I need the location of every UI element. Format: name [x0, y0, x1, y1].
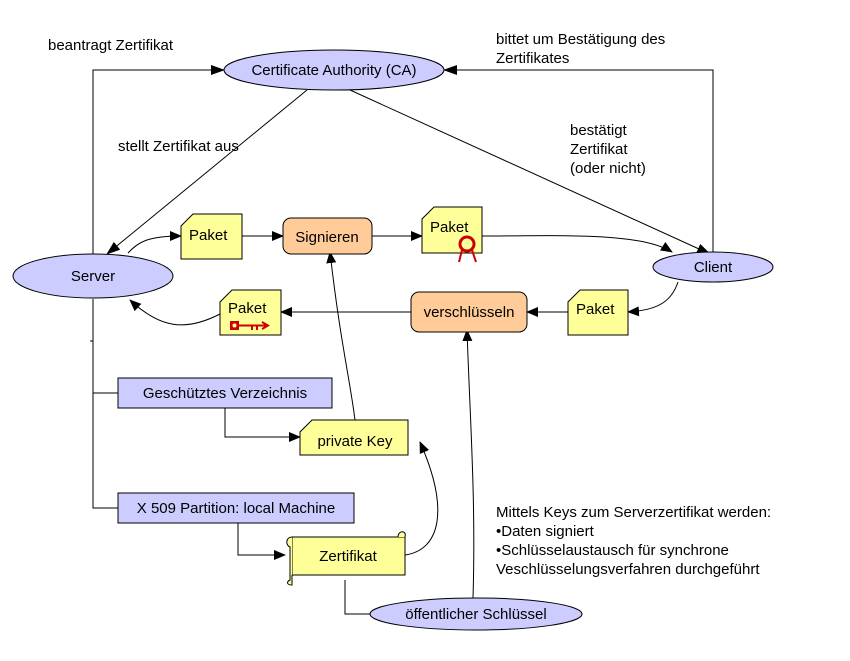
note-line-3: •Schlüsselaustausch für synchrone [496, 542, 729, 559]
protected-directory-label: Geschütztes Verzeichnis [143, 385, 307, 402]
node-client: Client [652, 251, 774, 283]
node-verschluesseln: verschlüsseln [410, 291, 528, 333]
public-key-label: öffentlicher Schlüssel [405, 606, 546, 623]
node-x509-partition: X 509 Partition: local Machine [117, 492, 355, 524]
node-certificate-authority: Certificate Authority (CA) [223, 49, 445, 91]
node-protected-directory: Geschütztes Verzeichnis [117, 377, 333, 409]
edge-dir-to-private-key [224, 408, 301, 442]
paket-key-label: Paket [228, 300, 267, 317]
client-label: Client [694, 259, 733, 276]
label-asks-confirmation-2: Zertifikates [496, 50, 569, 67]
note-line-1: Mittels Keys zum Serverzertifikat werden… [496, 504, 771, 521]
edge-request-certificate [92, 65, 225, 256]
node-public-key: öffentlicher Schlüssel [369, 597, 583, 631]
edge-client-to-paket [627, 281, 679, 317]
label-confirms-3: (oder nicht) [570, 160, 646, 177]
edge-paket-to-server [129, 299, 221, 326]
node-paket-top: Paket [180, 213, 243, 260]
node-private-key: private Key [299, 419, 409, 456]
zertifikat-label: Zertifikat [319, 548, 377, 565]
server-label: Server [71, 268, 115, 285]
note-line-4: Veschlüsselungsverfahren durchgeführt [496, 561, 760, 578]
node-paket-key: Paket [219, 289, 282, 336]
edge-issue-certificate [106, 89, 308, 255]
edge-certificate-to-private-key [404, 441, 439, 556]
node-zertifikat: Zertifikat [286, 531, 406, 586]
paket-signed-label: Paket [430, 219, 469, 236]
label-requests-certificate: beantragt Zertifikat [48, 37, 174, 54]
node-paket-right: Paket [567, 289, 629, 336]
verschluesseln-label: verschlüsseln [424, 304, 515, 321]
edge-public-key-to-encrypt [462, 329, 475, 599]
edge-x509-to-certificate [237, 523, 286, 560]
ca-label: Certificate Authority (CA) [251, 62, 416, 79]
x509-label: X 509 Partition: local Machine [137, 500, 335, 517]
seal-icon [458, 235, 477, 263]
note-line-2: •Daten signiert [496, 523, 595, 540]
edge-certificate-to-public-key [344, 580, 371, 615]
edge-private-key-to-sign [326, 251, 356, 421]
private-key-label: private Key [317, 433, 393, 450]
label-asks-confirmation-1: bittet um Bestätigung des [496, 31, 665, 48]
edge-ask-confirmation [443, 65, 714, 252]
edge-confirm-certificate [349, 89, 711, 255]
edge-paket-to-client [481, 235, 673, 253]
key-icon [230, 321, 270, 330]
node-signieren: Signieren [282, 217, 373, 255]
note-text: Mittels Keys zum Serverzertifikat werden… [496, 504, 771, 578]
node-paket-signed: Paket [421, 206, 483, 263]
label-confirms-2: Zertifikat [570, 141, 628, 158]
edge-server-to-paket [127, 231, 182, 254]
node-server: Server [12, 253, 174, 299]
label-issues-certificate: stellt Zertifikat aus [118, 138, 239, 155]
signieren-label: Signieren [295, 229, 358, 246]
edge-server-to-storage [92, 299, 118, 509]
paket-right-label: Paket [576, 301, 615, 318]
label-confirms-1: bestätigt [570, 122, 628, 139]
paket-top-label: Paket [189, 227, 228, 244]
